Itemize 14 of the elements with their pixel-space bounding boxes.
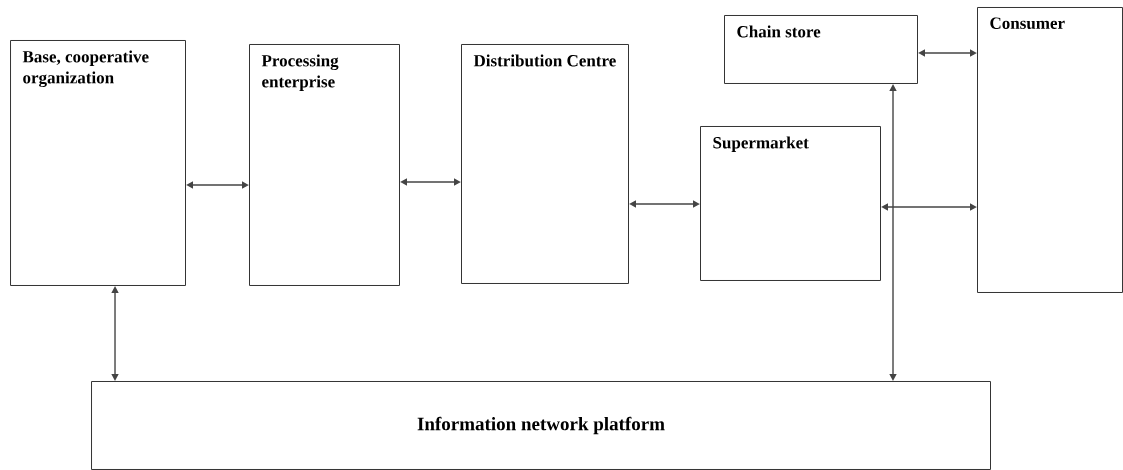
process-box: Consumer (977, 7, 1123, 293)
process-box: Base, cooperative organization (10, 40, 186, 286)
arrow (918, 49, 977, 57)
process-box: Chain store (724, 15, 918, 84)
arrow (881, 203, 977, 211)
arrow (111, 286, 119, 381)
process-box: Distribution Centre (461, 44, 629, 284)
arrow (400, 178, 461, 186)
arrow (186, 181, 249, 189)
process-box: Supermarket (700, 126, 881, 281)
arrow (629, 200, 700, 208)
arrow (889, 84, 897, 381)
platform-box: Information network platform (91, 381, 991, 470)
process-box: Processing enterprise (249, 44, 400, 286)
